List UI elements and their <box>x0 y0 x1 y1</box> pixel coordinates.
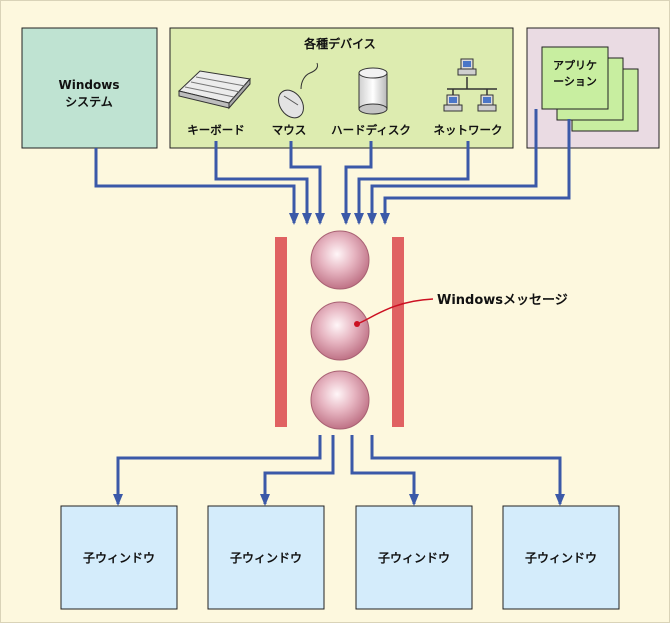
arrow-to-child-4 <box>370 435 565 506</box>
child-window-label: 子ウィンドウ <box>83 551 155 565</box>
child-window-box: 子ウィンドウ <box>355 505 473 610</box>
network-icon <box>443 58 497 112</box>
arrow-from-application-2 <box>380 119 571 225</box>
queue-right-bar <box>392 237 404 427</box>
harddisk-label: ハードディスク <box>331 123 411 137</box>
keyboard-label: キーボード <box>187 123 245 137</box>
message-pointer-dot <box>354 321 360 327</box>
windows-message-label: Windowsメッセージ <box>437 293 568 308</box>
windows-system-label-line1: Windows <box>59 78 120 92</box>
queue-left-bar <box>275 237 287 427</box>
application-box: アプリケ ーション <box>526 27 660 149</box>
network-label: ネットワーク <box>434 123 503 137</box>
arrow-to-child-3 <box>350 435 419 506</box>
arrow-from-mouse <box>289 141 325 225</box>
arrow-from-harddisk <box>341 141 373 225</box>
keyboard-icon <box>177 70 251 110</box>
arrow-from-application-1 <box>367 109 538 225</box>
arrow-from-network <box>354 141 470 225</box>
arrow-from-keyboard <box>214 141 312 225</box>
mouse-icon <box>278 62 318 119</box>
mouse-label: マウス <box>272 123 307 137</box>
application-label-line1: アプリケ <box>553 58 597 72</box>
message-ball <box>310 301 370 361</box>
arrow-from-windows-system <box>94 148 299 225</box>
message-ball <box>310 370 370 430</box>
windows-system-box: Windows システム <box>21 27 158 149</box>
child-window-box: 子ウィンドウ <box>502 505 620 610</box>
child-window-label: 子ウィンドウ <box>378 551 450 565</box>
message-ball <box>310 230 370 290</box>
message-queue <box>275 230 404 430</box>
harddisk-icon <box>358 67 388 115</box>
app-card-front <box>541 46 609 110</box>
arrow-to-child-2 <box>260 435 335 506</box>
devices-box: 各種デバイス キーボード マウス ハードディスク <box>169 27 514 149</box>
child-window-box: 子ウィンドウ <box>207 505 325 610</box>
arrow-to-child-1 <box>113 435 322 506</box>
input-arrows <box>94 109 571 225</box>
child-window-label: 子ウィンドウ <box>525 551 597 565</box>
child-window-label: 子ウィンドウ <box>230 551 302 565</box>
message-pointer-line <box>356 298 434 325</box>
child-window-box: 子ウィンドウ <box>60 505 178 610</box>
output-arrows <box>113 435 565 506</box>
application-label-line2: ーション <box>553 75 597 88</box>
windows-system-label-line2: システム <box>65 95 113 109</box>
devices-title: 各種デバイス <box>303 36 376 51</box>
